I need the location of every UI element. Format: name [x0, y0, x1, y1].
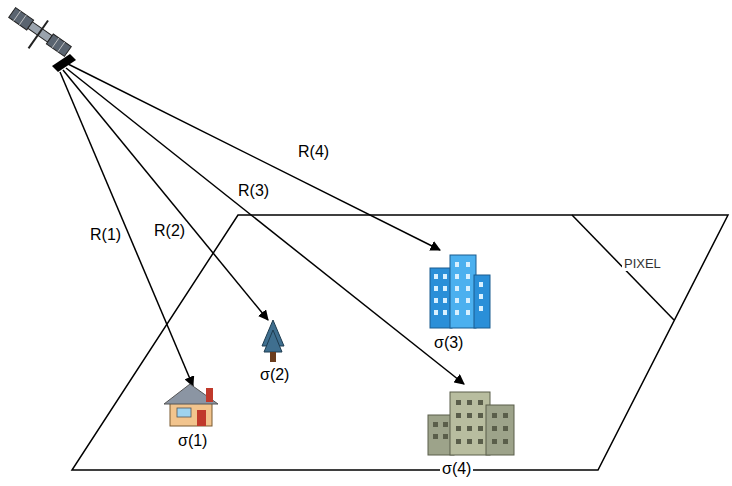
apartment-block-icon-part-part — [478, 426, 483, 431]
apartment-block-icon — [428, 392, 514, 455]
office-tower-icon-part-part — [443, 310, 447, 315]
house-icon — [164, 384, 218, 426]
house-icon-part — [164, 384, 218, 404]
house-icon-part — [170, 402, 212, 426]
range-label: R(1) — [88, 226, 123, 244]
apartment-block-icon-part-part — [433, 422, 438, 427]
apartment-block-icon-part-part — [456, 400, 461, 405]
office-tower-icon-part-part — [443, 298, 447, 303]
range-arrows — [60, 64, 464, 386]
apartment-block-icon-part-part — [456, 439, 461, 444]
office-tower-icon-part-part — [455, 274, 459, 279]
apartment-block-icon-part-part — [456, 413, 461, 418]
office-tower-icon-part-part — [455, 286, 459, 291]
apartment-block-icon-part-part — [478, 439, 483, 444]
range-label: R(3) — [236, 182, 271, 200]
apartment-block-icon-part-part — [492, 426, 497, 431]
range-label: R(4) — [296, 143, 331, 161]
tree-icon-part — [264, 330, 282, 352]
office-tower-icon-part-part — [479, 306, 483, 311]
office-tower-icon-part-part — [455, 262, 459, 267]
satellite-part — [19, 15, 26, 25]
pixel-label: PIXEL — [622, 257, 663, 271]
office-tower-icon-part-part — [466, 298, 470, 303]
apartment-block-icon-part-part — [467, 413, 472, 418]
satellite-part — [14, 11, 21, 21]
tree-icon-part — [270, 352, 276, 362]
apartment-block-icon-part-part — [467, 439, 472, 444]
office-tower-icon-part-part — [434, 310, 438, 315]
apartment-block-icon-part-part — [492, 439, 497, 444]
range-arrows-part — [60, 72, 193, 386]
office-tower-icon-part — [434, 262, 483, 315]
office-tower-icon-part-part — [466, 262, 470, 267]
apartment-block-icon-part-part — [467, 426, 472, 431]
object-label: σ(4) — [440, 460, 473, 478]
office-tower-icon-part-part — [434, 298, 438, 303]
apartment-block-icon-part — [486, 405, 514, 455]
pixel-area-part — [572, 215, 674, 320]
apartment-block-icon-part-part — [492, 413, 497, 418]
apartment-block-icon-part — [433, 400, 508, 444]
office-tower-icon-part-part — [434, 286, 438, 291]
office-tower-icon-part-part — [443, 274, 447, 279]
house-icon-part — [177, 408, 191, 417]
apartment-block-icon-part-part — [478, 400, 483, 405]
office-tower-icon-part-part — [455, 310, 459, 315]
pixel-area — [72, 215, 728, 470]
range-label: R(2) — [152, 222, 187, 240]
satellite-part — [52, 38, 59, 48]
office-tower-icon-part — [430, 268, 452, 328]
apartment-block-icon-part-part — [443, 422, 448, 427]
house-icon-part — [197, 410, 206, 426]
apartment-block-icon-part-part — [456, 426, 461, 431]
apartment-block-icon-part — [450, 392, 490, 455]
apartment-block-icon-part-part — [478, 413, 483, 418]
office-tower-icon-part-part — [479, 282, 483, 287]
object-label: σ(3) — [432, 334, 465, 352]
office-tower-icon-part-part — [466, 310, 470, 315]
house-icon-part — [206, 388, 213, 402]
office-tower-icon-part-part — [466, 286, 470, 291]
satellite-part — [58, 42, 65, 52]
apartment-block-icon-part-part — [433, 434, 438, 439]
apartment-block-icon-part-part — [443, 434, 448, 439]
office-tower-icon-part-part — [443, 286, 447, 291]
apartment-block-icon-part-part — [503, 426, 508, 431]
office-tower-icon-part-part — [466, 274, 470, 279]
range-arrows-part — [68, 64, 440, 250]
tree-icon — [262, 320, 284, 362]
apartment-block-icon-part-part — [503, 413, 508, 418]
office-tower-icon — [430, 255, 490, 328]
satellite-part — [46, 34, 71, 56]
object-label: σ(2) — [258, 366, 291, 384]
satellite-part — [29, 21, 49, 49]
pixel-area-part — [72, 215, 728, 470]
object-label: σ(1) — [176, 432, 209, 450]
office-tower-icon-part-part — [434, 274, 438, 279]
range-arrows-part — [66, 68, 464, 384]
apartment-block-icon-part-part — [503, 439, 508, 444]
office-tower-icon-part — [450, 255, 476, 328]
office-tower-icon-part — [474, 275, 490, 328]
office-tower-icon-part-part — [479, 294, 483, 299]
office-tower-icon-part-part — [455, 298, 459, 303]
antenna-dish — [52, 54, 76, 72]
apartment-block-icon-part-part — [467, 400, 472, 405]
